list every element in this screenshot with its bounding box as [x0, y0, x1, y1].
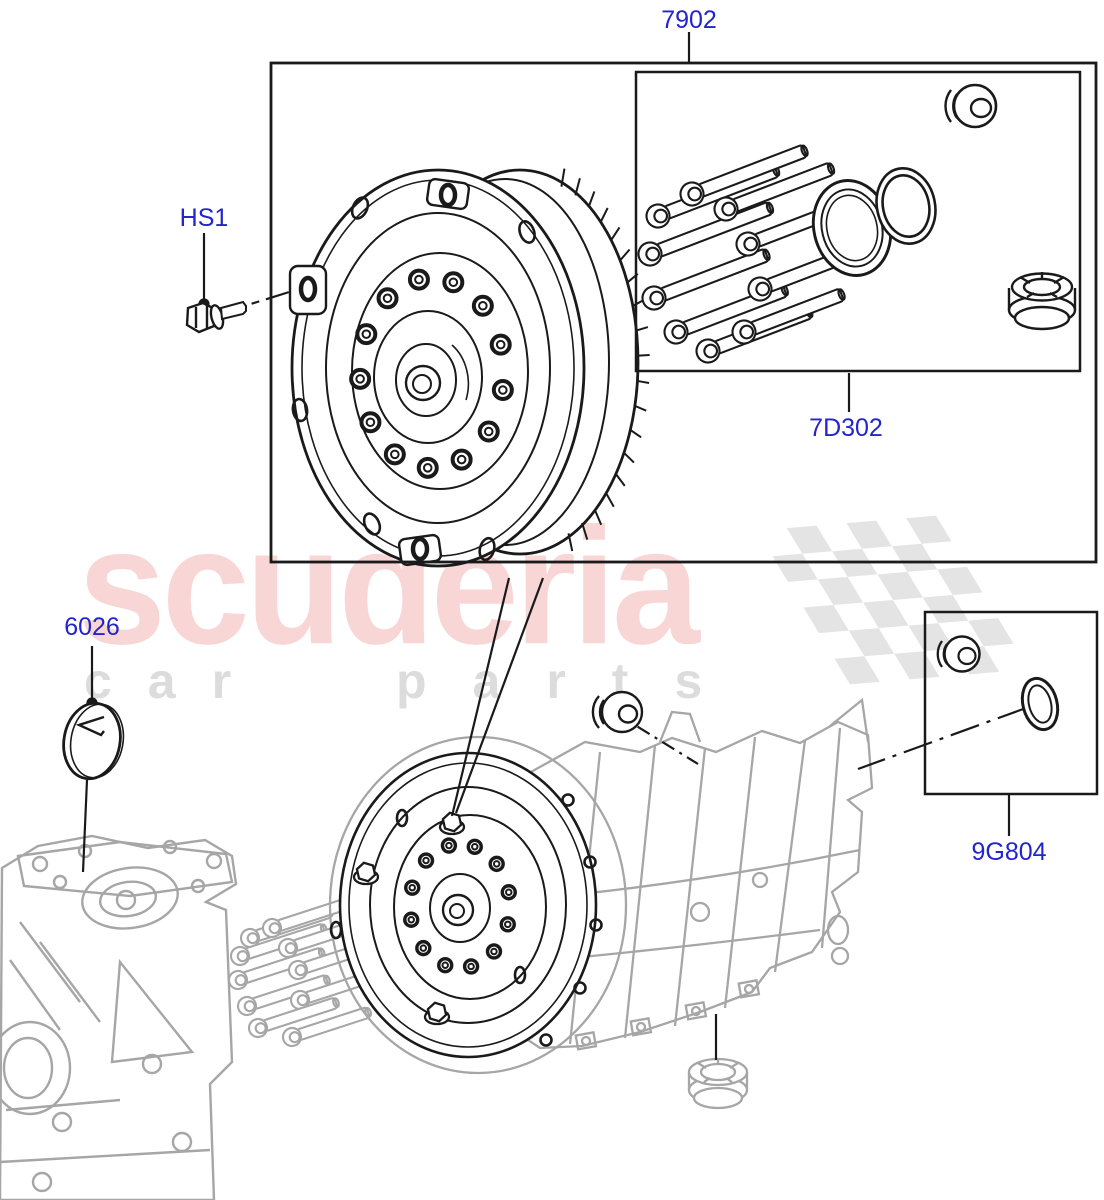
transmission-drain-plug: [687, 1057, 749, 1110]
box-7d302: [634, 70, 1082, 373]
kit-o-ring: [875, 167, 937, 245]
box-7902: [269, 61, 1098, 564]
seal-kit-contents: [936, 635, 1060, 732]
seal-kit-seal: [1020, 676, 1060, 732]
callout-7d302[interactable]: 7D302: [809, 414, 883, 442]
seal-kit-plug: [936, 635, 981, 673]
torque-converter-installed: [329, 751, 603, 1059]
watermark-tagline-car: car: [84, 653, 268, 709]
callout-hs1[interactable]: HS1: [179, 204, 229, 232]
callout-6026[interactable]: 6026: [64, 613, 120, 641]
box-9g804: [923, 610, 1099, 796]
watermark-tagline-parts: parts: [396, 653, 749, 709]
kit-drain-plug: [1007, 272, 1077, 331]
callout-9g804[interactable]: 9G804: [971, 838, 1047, 866]
checkered-flag-watermark: [772, 515, 1014, 685]
service-kit-contents: [637, 83, 1077, 364]
blanking-plate: [62, 701, 125, 781]
hs1-converter-bolt: [185, 300, 247, 334]
callout-boxes: [269, 61, 1099, 796]
torque-converter: [288, 168, 650, 568]
callout-7902[interactable]: 7902: [661, 6, 717, 34]
kit-bolt-set: [637, 144, 887, 364]
kit-plug: [944, 83, 998, 129]
breather-plug: [591, 690, 644, 734]
engine-block: [0, 834, 238, 1200]
